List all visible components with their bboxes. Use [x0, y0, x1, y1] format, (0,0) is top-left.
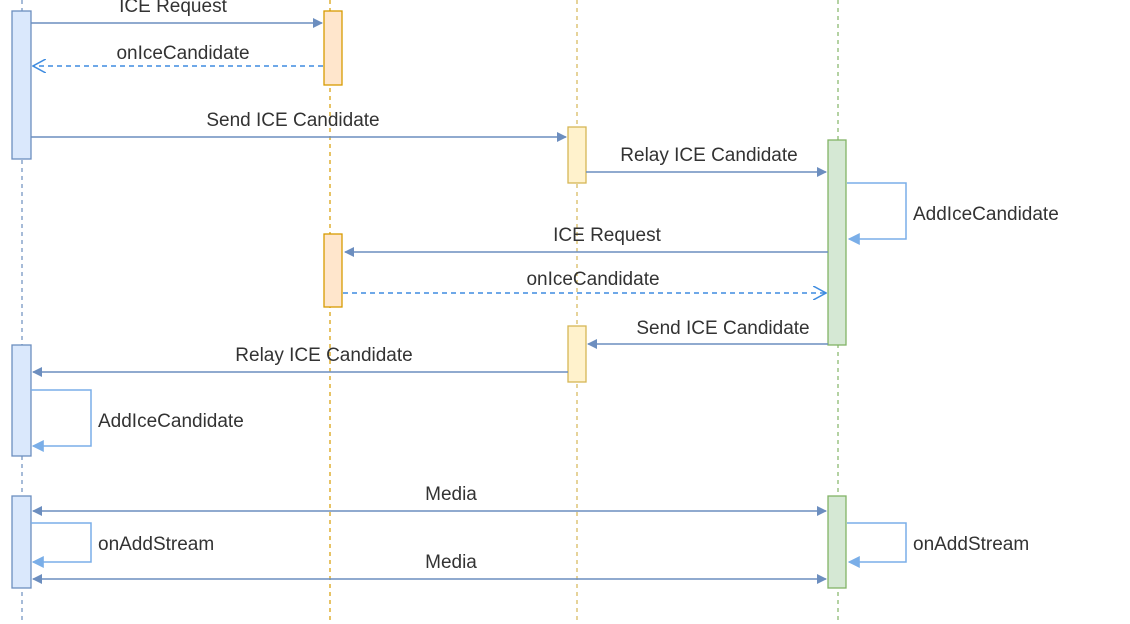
activation-client-b-1 — [827, 139, 847, 346]
activation-ice-server-a-1 — [323, 10, 343, 86]
message-arrow-add-ice-candidate-2 — [31, 389, 92, 452]
message-label-on-ice-candidate-1: onIceCandidate — [116, 43, 249, 64]
activation-client-a-3 — [11, 495, 32, 589]
activation-client-b-2 — [827, 495, 847, 589]
message-label-send-ice-candidate-2: Send ICE Candidate — [636, 318, 809, 339]
message-label-relay-ice-candidate-1: Relay ICE Candidate — [620, 145, 797, 166]
message-label-ice-request-1: ICE Request — [119, 0, 227, 17]
activation-signaling-1 — [567, 126, 587, 184]
message-label-send-ice-candidate-1: Send ICE Candidate — [206, 110, 379, 131]
message-label-media-1: Media — [425, 484, 477, 505]
message-label-add-ice-candidate-1: AddIceCandidate — [913, 204, 1059, 225]
message-label-on-add-stream-left: onAddStream — [98, 534, 214, 555]
activation-ice-server-a-2 — [323, 233, 343, 308]
message-label-on-add-stream-right: onAddStream — [913, 534, 1029, 555]
messages: ICE Request onIceCandidate Send ICE Cand… — [31, 0, 1059, 584]
lifelines — [21, 0, 839, 624]
activations — [11, 10, 847, 589]
message-label-relay-ice-candidate-2: Relay ICE Candidate — [235, 345, 412, 366]
message-label-media-2: Media — [425, 552, 477, 573]
activation-client-a-1 — [11, 10, 32, 160]
message-arrow-on-add-stream-left — [31, 522, 92, 568]
message-label-ice-request-2: ICE Request — [553, 225, 661, 246]
message-arrow-add-ice-candidate-1 — [847, 182, 907, 245]
message-label-on-ice-candidate-2: onIceCandidate — [526, 269, 659, 290]
activation-signaling-2 — [567, 325, 587, 383]
activation-client-a-2 — [11, 344, 32, 457]
message-arrow-on-add-stream-right — [847, 522, 907, 568]
message-label-add-ice-candidate-2: AddIceCandidate — [98, 411, 244, 432]
